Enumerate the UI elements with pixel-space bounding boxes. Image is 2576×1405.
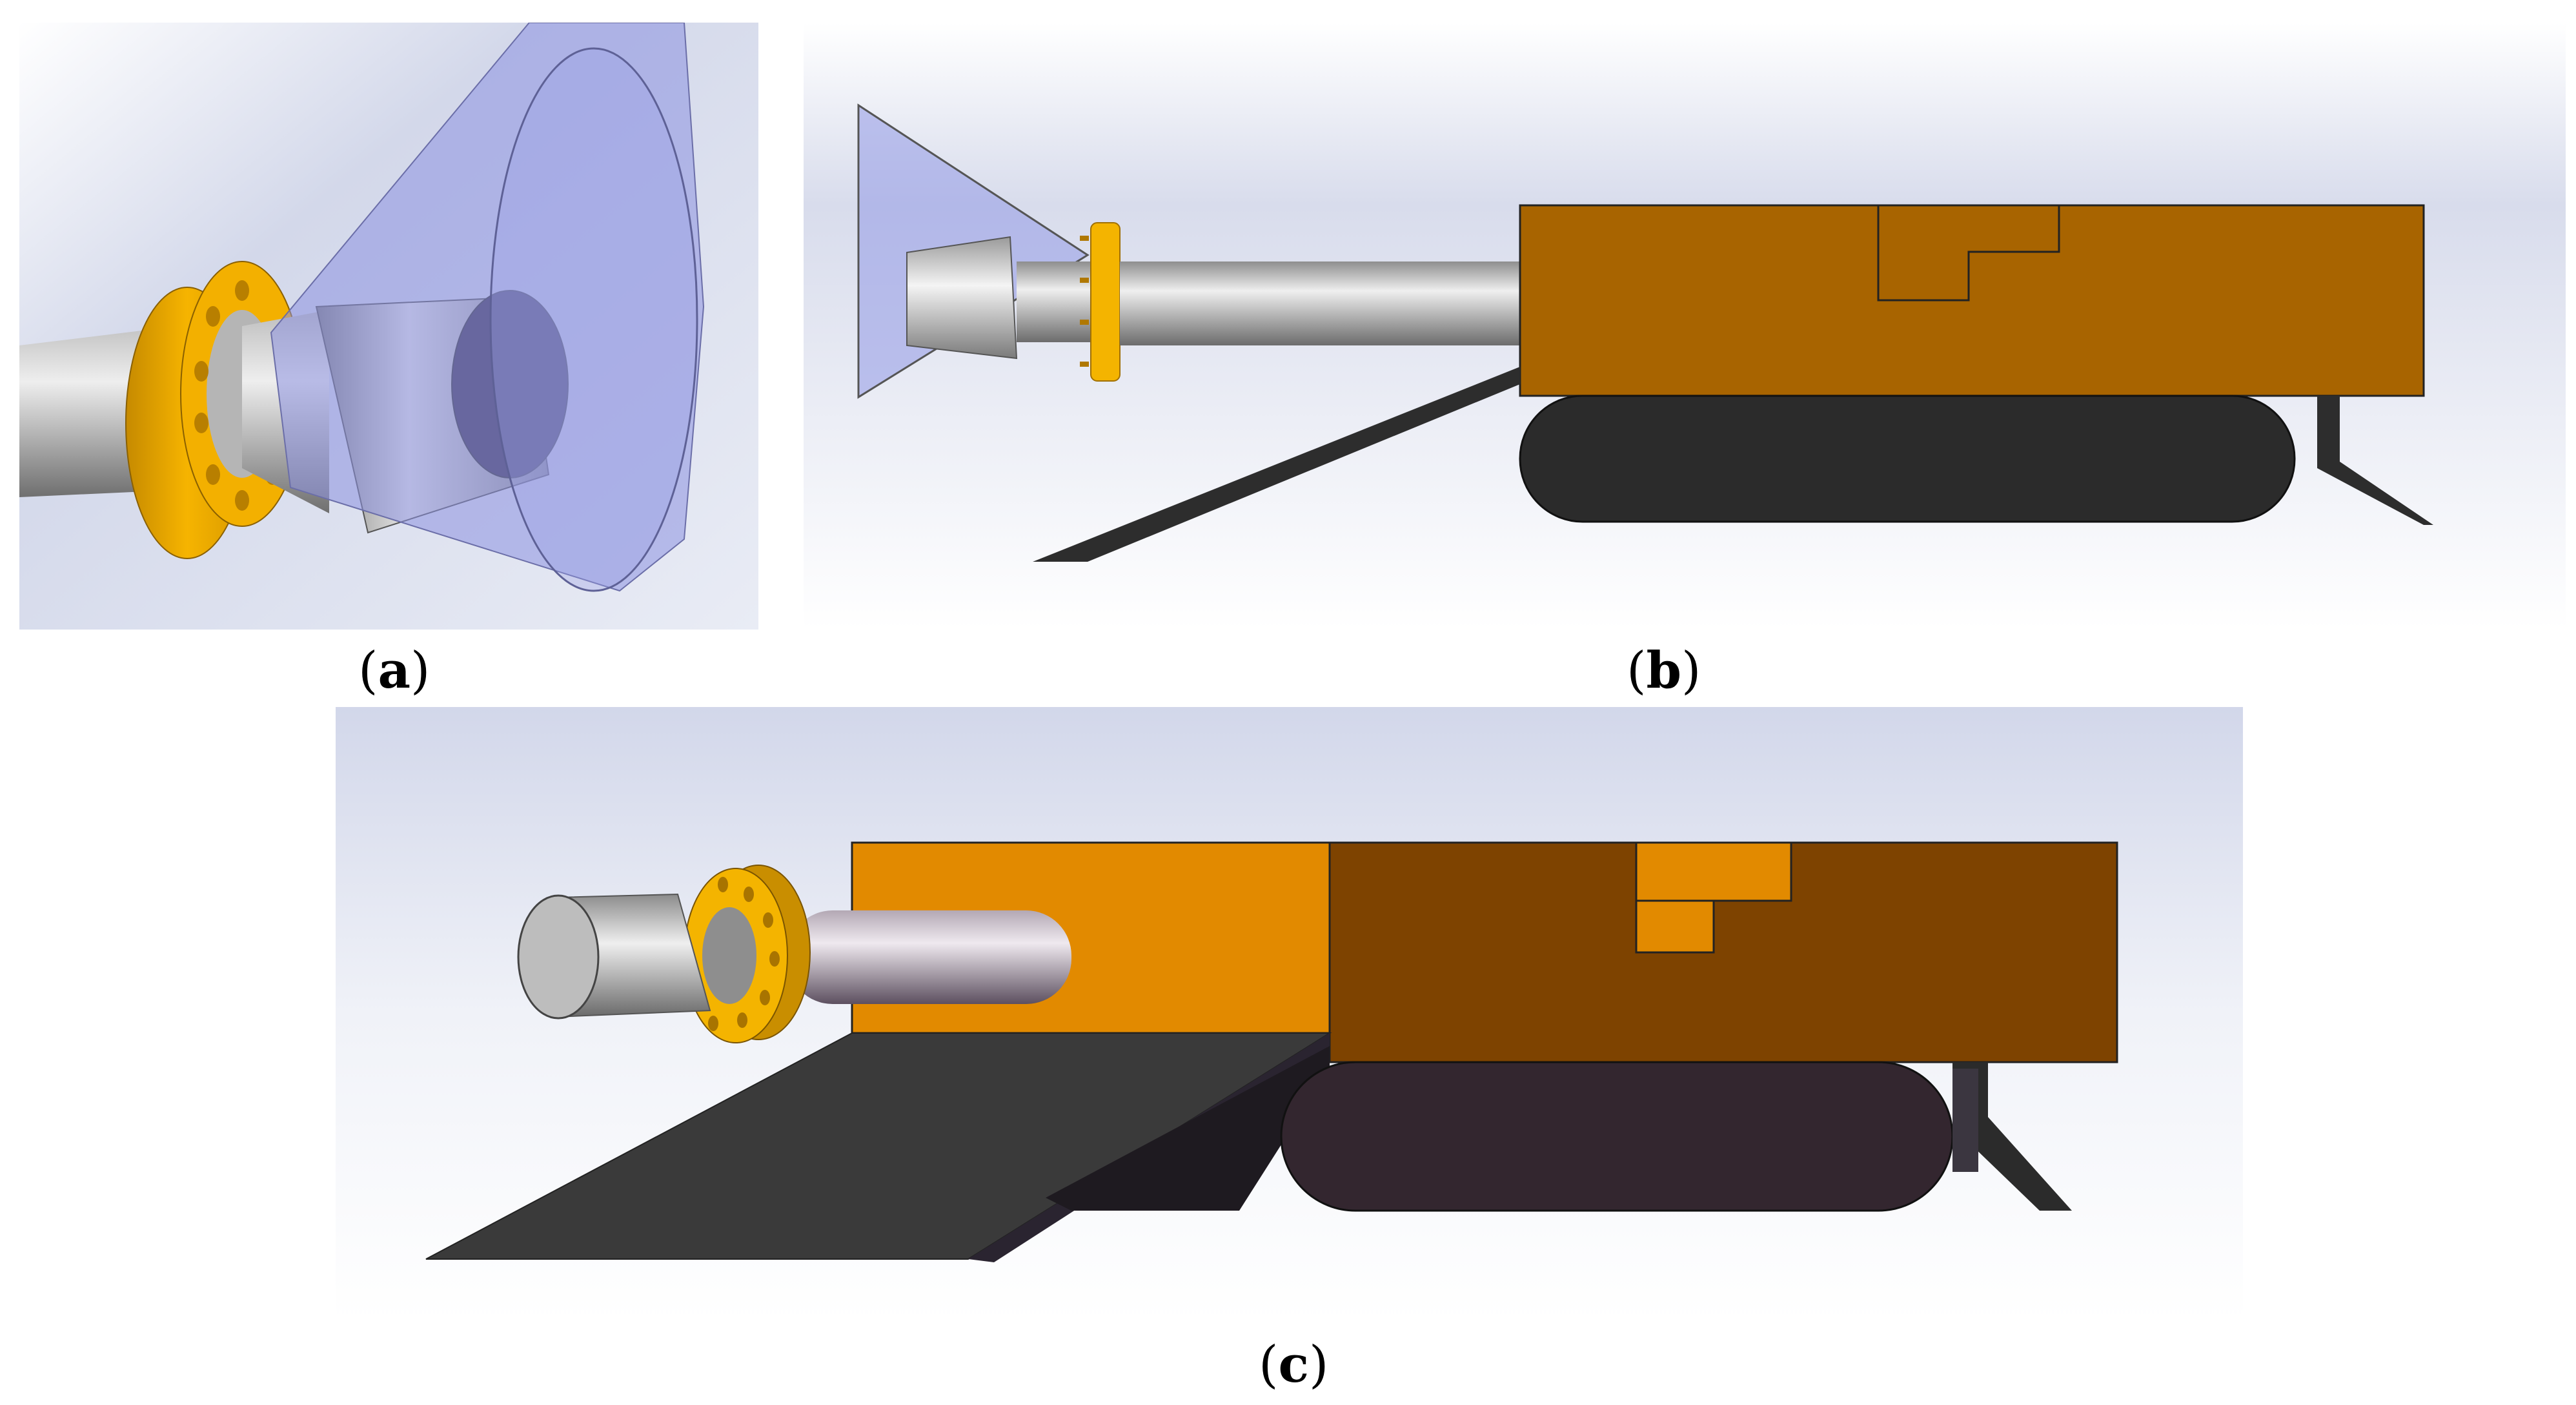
vehicle-body — [1519, 204, 2425, 397]
caption-b: (b) — [1627, 641, 1701, 700]
crawler-track — [1519, 395, 2296, 523]
nozzle — [906, 236, 1018, 360]
spray-cone — [270, 23, 705, 592]
flange — [1090, 222, 1121, 382]
rear-stabilizer — [1952, 1062, 2072, 1211]
crawler-track — [1280, 1061, 1954, 1212]
arm-pipe — [787, 910, 1071, 1004]
panel-a-drawing — [19, 23, 758, 630]
panel-b-side-view — [804, 23, 2566, 630]
caption-c: (c) — [1259, 1335, 1329, 1394]
caption-a: (a) — [358, 641, 431, 700]
panel-a-nozzle-closeup — [19, 23, 758, 630]
rear-stabilizer — [2317, 396, 2433, 525]
panel-c-perspective-view — [336, 707, 2243, 1320]
ramp — [1033, 367, 1520, 562]
panel-c-drawing — [336, 707, 2243, 1320]
panel-b-drawing — [804, 23, 2566, 630]
